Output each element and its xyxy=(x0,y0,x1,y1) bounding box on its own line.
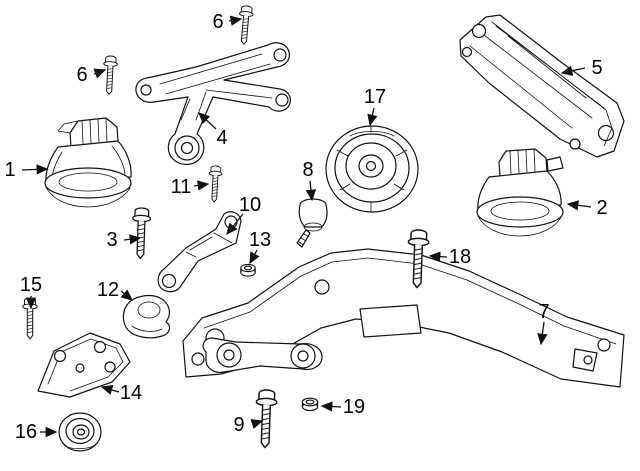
callout-5-arrow xyxy=(560,65,586,76)
callout-8-arrow xyxy=(305,180,317,202)
part-bracket-lower xyxy=(157,211,242,293)
callout-label-6b[interactable]: 6 xyxy=(76,64,88,86)
callout-label-15[interactable]: 15 xyxy=(19,274,43,296)
callout-label-13[interactable]: 13 xyxy=(248,229,272,251)
callout-4-arrow xyxy=(198,112,217,130)
bolt-6-left xyxy=(101,55,119,96)
part-rubber-mount xyxy=(122,295,171,339)
callout-7-arrow xyxy=(537,321,548,346)
callout-6a-arrow xyxy=(228,15,243,26)
bolt-6-top xyxy=(236,4,255,46)
callout-18-arrow xyxy=(428,251,448,262)
callout-6b-arrow xyxy=(93,68,107,79)
callout-label-7[interactable]: 7 xyxy=(538,301,550,323)
callout-label-4[interactable]: 4 xyxy=(216,127,228,149)
callout-10-arrow xyxy=(226,213,244,236)
part-transmission-mount xyxy=(325,125,419,213)
callout-14-arrow xyxy=(100,384,120,395)
callout-label-16[interactable]: 16 xyxy=(14,421,38,443)
callout-label-9[interactable]: 9 xyxy=(233,414,245,436)
callout-label-19[interactable]: 19 xyxy=(342,396,366,418)
callout-label-3[interactable]: 3 xyxy=(106,229,118,251)
bolt-3 xyxy=(130,207,152,260)
callout-label-14[interactable]: 14 xyxy=(119,382,143,404)
part-crossmember xyxy=(182,248,625,388)
callout-13-arrow xyxy=(249,249,260,265)
callout-label-2[interactable]: 2 xyxy=(596,197,608,219)
part-engine-mount-right xyxy=(476,148,564,237)
callout-label-5[interactable]: 5 xyxy=(591,57,603,79)
part-bracket-plate xyxy=(37,332,131,398)
callout-19-arrow xyxy=(320,401,342,412)
callout-11-arrow xyxy=(193,180,210,191)
callout-label-1[interactable]: 1 xyxy=(4,159,16,181)
nut-13 xyxy=(240,263,256,277)
bolt-9 xyxy=(254,388,278,449)
callout-3-arrow xyxy=(123,234,142,245)
callout-12-arrow xyxy=(120,289,134,301)
callout-arrows xyxy=(21,15,592,438)
callout-label-17[interactable]: 17 xyxy=(363,86,387,108)
callout-label-8[interactable]: 8 xyxy=(302,159,314,181)
bolt-15 xyxy=(22,297,38,340)
part-bracket-upper-right xyxy=(459,14,625,158)
nut-19 xyxy=(301,397,319,412)
callout-9-arrow xyxy=(250,419,264,429)
part-stud-mount xyxy=(296,198,328,248)
callout-label-18[interactable]: 18 xyxy=(448,246,472,268)
part-grommet xyxy=(58,412,102,452)
callout-label-6a[interactable]: 6 xyxy=(212,11,224,33)
callout-2-arrow xyxy=(566,200,592,211)
callout-label-11[interactable]: 11 xyxy=(170,176,192,198)
part-engine-mount-left xyxy=(44,117,132,208)
part-support-arm xyxy=(135,42,291,165)
callout-label-12[interactable]: 12 xyxy=(96,279,120,301)
callout-label-10[interactable]: 10 xyxy=(238,194,262,216)
callout-17-arrow xyxy=(367,107,378,127)
callout-1-arrow xyxy=(21,164,49,175)
bolt-11 xyxy=(207,165,223,203)
